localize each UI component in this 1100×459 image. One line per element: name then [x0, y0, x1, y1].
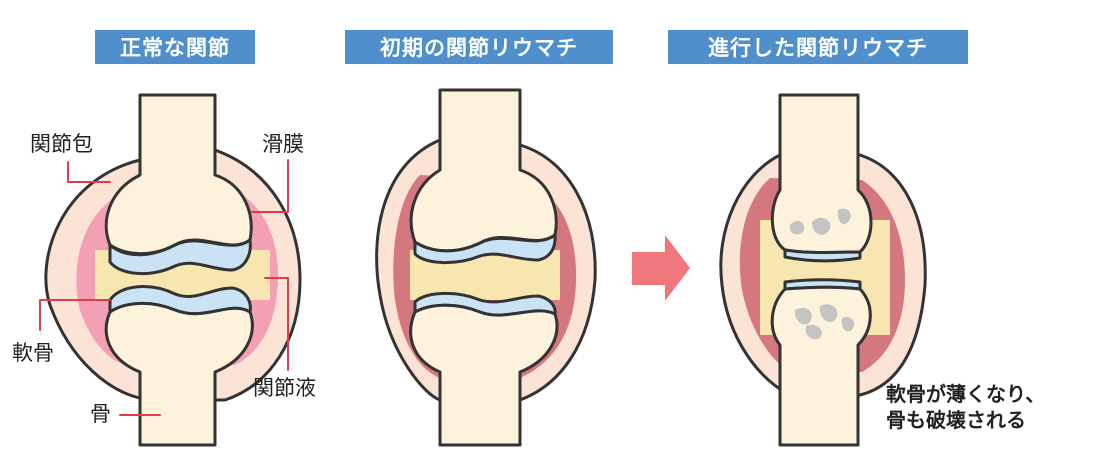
label-bone: 骨: [90, 402, 111, 426]
synovium-leader: [251, 159, 289, 213]
note-line-2: 骨も破壊される: [886, 408, 1026, 432]
title-advanced-ra: 進行した関節リウマチ: [668, 30, 968, 64]
lower-bone: [409, 303, 559, 447]
upper-cartilage: [108, 238, 252, 276]
normal-joint: [39, 93, 302, 447]
note-line-1: 軟骨が薄くなり、: [886, 382, 1046, 406]
title-early-ra: 初期の関節リウマチ: [345, 30, 613, 64]
upper-cartilage: [413, 233, 557, 265]
capsule-leader: [67, 161, 111, 183]
lower-bone: [104, 301, 254, 447]
cartilage-leader: [39, 299, 111, 331]
advanced-ra-note: 軟骨が薄くなり、 骨も破壊される: [886, 381, 1045, 433]
label-joint-capsule: 関節包: [30, 132, 93, 156]
label-synovial-fluid: 関節液: [253, 376, 316, 400]
label-synovium: 滑膜: [262, 132, 304, 156]
fluid-leader: [264, 277, 289, 371]
bone-erosion-marks: [790, 208, 855, 340]
label-cartilage: 軟骨: [12, 341, 54, 365]
early-ra-joint: [375, 88, 597, 447]
advanced-ra-joint: [719, 93, 927, 447]
progression-arrow: [632, 235, 690, 301]
thin-upper-cartilage: [783, 248, 862, 263]
title-normal-joint: 正常な関節: [95, 30, 255, 64]
